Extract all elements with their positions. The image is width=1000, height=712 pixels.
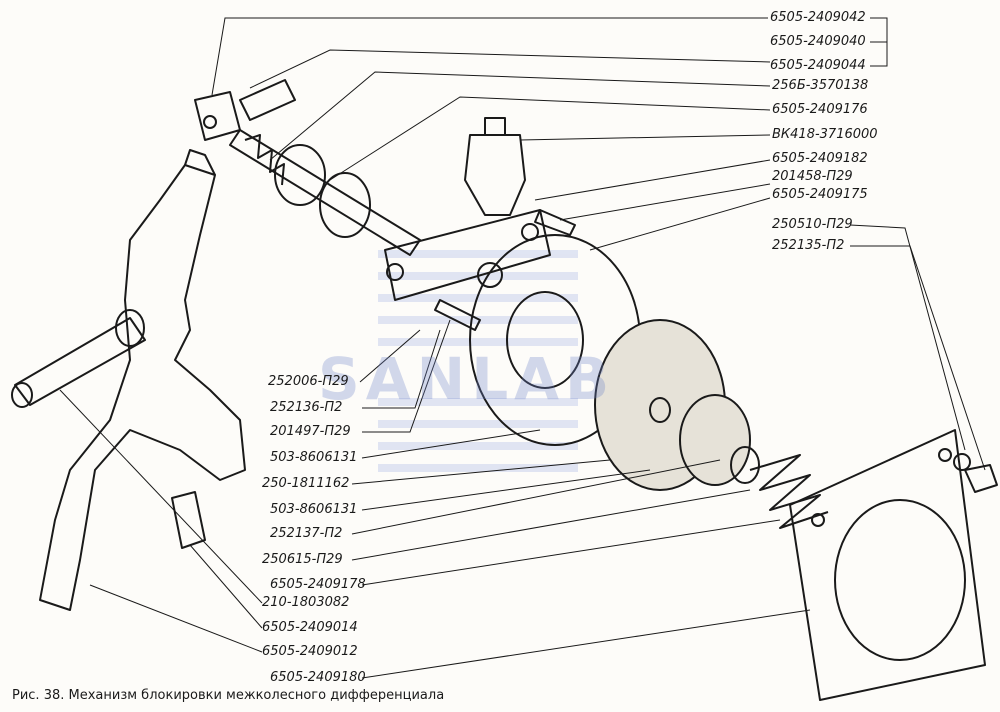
diaphragm-center [649,397,671,423]
label-vk418-3716000: ВК418-3716000 [772,127,878,142]
fork-rod-end [11,382,33,408]
pin [239,79,296,121]
label-256b-3570138: 256Б-3570138 [772,78,869,93]
actuator-spring [244,134,285,186]
label-252006-p29: 252006-П29 [268,374,349,389]
label-6505-2409180: 6505-2409180 [270,670,366,685]
actuator-rod [229,129,421,256]
label-252136-p2: 252136-П2 [270,400,343,415]
label-6505-2409176: 6505-2409176 [772,102,868,117]
sensor-switch [464,134,526,216]
label-250510-p29: 250510-П29 [772,217,853,232]
label-252137-p2: 252137-П2 [270,526,343,541]
housing-bore [506,291,584,389]
label-252135-p2: 252135-П2 [772,238,845,253]
label-201497-p29: 201497-П29 [270,424,351,439]
watermark-text: SANLAB [318,345,616,413]
pin-hole [203,115,217,129]
washer-small [953,453,971,471]
pin-head [194,91,241,141]
label-6505-2409014: 6505-2409014 [262,620,358,635]
label-6505-2409012: 6505-2409012 [262,644,358,659]
cover-hole-2 [811,513,825,527]
label-6505-2409042: 6505-2409042 [770,10,866,25]
washer [730,446,760,484]
cover-dome [834,499,966,661]
shifter-fork [39,164,246,611]
return-spring [749,454,829,529]
bolt-2 [534,209,576,236]
piston-plate [679,394,751,486]
label-6505-2409178: 6505-2409178 [270,577,366,592]
label-201458-p29: 201458-П29 [772,169,853,184]
flange-hole [386,263,404,281]
figure-caption: Рис. 38. Механизм блокировки межколесног… [12,688,445,703]
label-210-1803082: 210-1803082 [262,595,350,610]
nut [964,464,998,493]
fork-hub [115,309,145,347]
cover-plate [789,429,986,701]
fork-rod [14,317,146,406]
bolt [434,299,481,331]
label-503-8606131-2: 503-8606131 [270,502,358,517]
label-6505-2409040: 6505-2409040 [770,34,866,49]
label-250-1811162: 250-1811162 [262,476,350,491]
fork-block [171,491,206,549]
label-503-8606131: 503-8606131 [270,450,358,465]
label-6505-2409175: 6505-2409175 [772,187,868,202]
label-6505-2409182: 6505-2409182 [772,151,868,166]
cover-hole [938,448,952,462]
fork-slot [184,149,216,176]
sleeve [274,144,326,206]
label-6505-2409044: 6505-2409044 [770,58,866,73]
leader-lines [59,17,986,679]
label-250615-p29: 250615-П29 [262,552,343,567]
piston [319,172,371,238]
housing-flange [384,209,551,301]
sensor-terminal [484,117,506,135]
housing-port [477,262,503,288]
